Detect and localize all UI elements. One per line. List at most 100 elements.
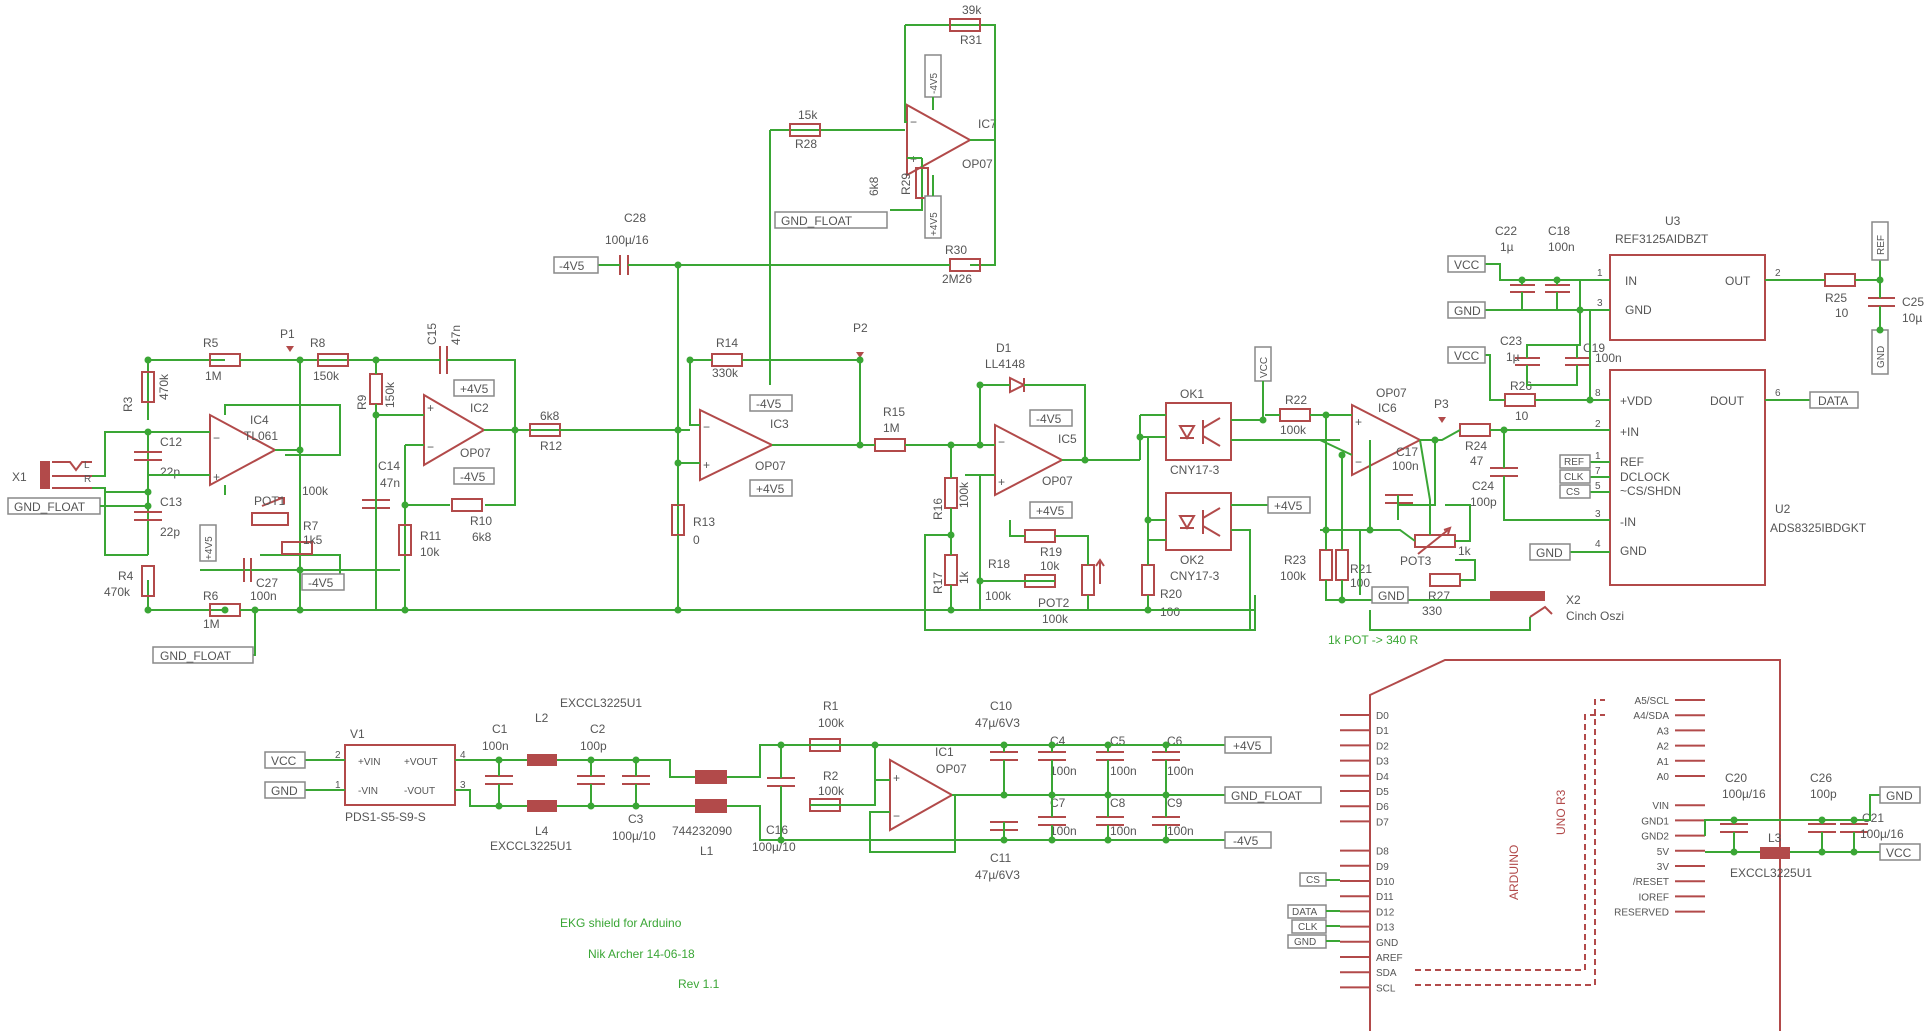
svg-text:R20: R20	[1160, 587, 1182, 601]
junction-dot	[856, 356, 864, 364]
svg-text:R3: R3	[121, 396, 135, 412]
svg-text:C25: C25	[1902, 295, 1924, 309]
svg-text:-4V5: -4V5	[929, 72, 940, 94]
junction-dot	[674, 606, 682, 614]
svg-text:330k: 330k	[712, 366, 739, 380]
resistor-r15	[874, 438, 906, 452]
svg-text:IC2: IC2	[470, 401, 489, 415]
svg-text:C15: C15	[425, 323, 439, 345]
svg-text:C7: C7	[1050, 796, 1066, 810]
svg-text:-IN: -IN	[1620, 515, 1636, 529]
junction-dot	[401, 501, 409, 509]
svg-text:R6: R6	[203, 589, 219, 603]
adc-section: U3 REF3125AIDBZT IN GND OUT 1 3 2 U2 ADS…	[1447, 214, 1924, 586]
junction-dot	[1876, 326, 1884, 334]
resistor-r17	[944, 554, 958, 586]
svg-text:47n: 47n	[449, 325, 463, 345]
arduino-pin-label: /RESET	[1633, 877, 1669, 888]
svg-text:R21: R21	[1350, 562, 1372, 576]
arduino-pin-label: D0	[1376, 711, 1389, 722]
capacitor-c4	[1038, 751, 1066, 761]
junction-dot	[495, 756, 503, 764]
svg-text:GND: GND	[1876, 346, 1887, 368]
svg-text:+: +	[893, 771, 900, 785]
x1-contacts	[52, 461, 92, 489]
resistor-r23	[1319, 549, 1333, 581]
arduino-pin-label: D7	[1376, 817, 1389, 828]
svg-text:IC6: IC6	[1378, 401, 1397, 415]
svg-text:10k: 10k	[420, 545, 440, 559]
optocoupler-ok2	[1165, 492, 1232, 551]
svg-text:C9: C9	[1167, 796, 1183, 810]
svg-text:3: 3	[1595, 509, 1601, 520]
svg-text:100p: 100p	[1810, 787, 1837, 801]
opamp-ic6	[1351, 403, 1423, 477]
capacitor-c25	[1868, 297, 1895, 307]
svg-text:OP07: OP07	[1042, 474, 1073, 488]
junction-dot	[144, 356, 152, 364]
svg-text:EXCCL3225U1: EXCCL3225U1	[560, 696, 642, 710]
svg-text:-4V5: -4V5	[1233, 834, 1259, 848]
junction-dot	[296, 566, 304, 574]
junction-dot	[1730, 848, 1738, 856]
svg-text:R8: R8	[310, 336, 326, 350]
svg-text:V1: V1	[350, 727, 365, 741]
svg-text:GND: GND	[1294, 937, 1316, 948]
svg-text:+4V5: +4V5	[929, 212, 940, 236]
junction-dot	[495, 802, 503, 810]
junction-dot	[1576, 306, 1584, 314]
svg-text:OK2: OK2	[1180, 553, 1204, 567]
junction-dot	[1162, 791, 1170, 799]
junction-dot	[296, 446, 304, 454]
resistor-r29	[915, 167, 929, 199]
inductor-l3	[1760, 847, 1790, 859]
svg-text:7: 7	[1595, 466, 1601, 477]
arduino-pin-label: A2	[1657, 742, 1670, 753]
svg-text:CNY17-3: CNY17-3	[1170, 463, 1220, 477]
svg-text:6: 6	[1775, 388, 1781, 399]
svg-text:C18: C18	[1548, 224, 1570, 238]
ic6-section: IC6 OP07 + − R22 100k R23 100k R21 100 C…	[1265, 386, 1624, 647]
svg-text:D1: D1	[996, 341, 1012, 355]
net-label-minus4v5-c28	[553, 256, 599, 274]
junction-dot	[1104, 791, 1112, 799]
junction-dot	[1104, 836, 1112, 844]
svg-text:REF: REF	[1876, 235, 1887, 255]
arduino-pin-label: SCL	[1376, 983, 1396, 994]
junction-dot	[144, 502, 152, 510]
svg-text:OUT: OUT	[1725, 274, 1751, 288]
junction-dot	[1431, 436, 1439, 444]
svg-text:EXCCL3225U1: EXCCL3225U1	[490, 839, 572, 853]
svg-text:100n: 100n	[250, 589, 277, 603]
net-label-plus4v5-ok2	[1267, 496, 1311, 514]
testpoint-p3	[1438, 417, 1446, 423]
svg-text:150k: 150k	[313, 369, 340, 383]
capacitor-c28	[619, 255, 629, 275]
capacitor-c6	[1152, 751, 1180, 761]
junction-dot	[1322, 526, 1330, 534]
arduino-pin-label: A4/SDA	[1633, 711, 1669, 722]
arduino-pin-label: GND	[1376, 938, 1398, 949]
testpoint-p1	[286, 346, 294, 352]
arduino-pin-label: A1	[1657, 757, 1670, 768]
junction-dot	[1104, 741, 1112, 749]
junction-dot	[1818, 816, 1826, 824]
arduino-pin-label: GND2	[1641, 832, 1669, 843]
svg-text:744232090: 744232090	[672, 824, 732, 838]
resistor-r10	[451, 498, 483, 512]
svg-text:100p: 100p	[580, 739, 607, 753]
net-label-gnd-u3	[1447, 301, 1486, 319]
svg-text:C21: C21	[1862, 811, 1884, 825]
i2c-traces	[1415, 699, 1605, 986]
junction-dot	[947, 606, 955, 614]
junction-dot	[686, 356, 694, 364]
svg-text:GND: GND	[271, 784, 298, 798]
ic3-section: P2 IC3 OP07 − + R14 330k R13 0 R15 1M -4…	[560, 321, 945, 610]
arduino-pin-label: D11	[1376, 892, 1394, 903]
junction-dots	[144, 261, 1884, 856]
svg-text:1: 1	[1597, 268, 1603, 279]
svg-text:R: R	[84, 474, 91, 485]
svg-text:REF3125AIDBZT: REF3125AIDBZT	[1615, 232, 1709, 246]
svg-text:100n: 100n	[1392, 459, 1419, 473]
svg-text:1M: 1M	[203, 617, 220, 631]
